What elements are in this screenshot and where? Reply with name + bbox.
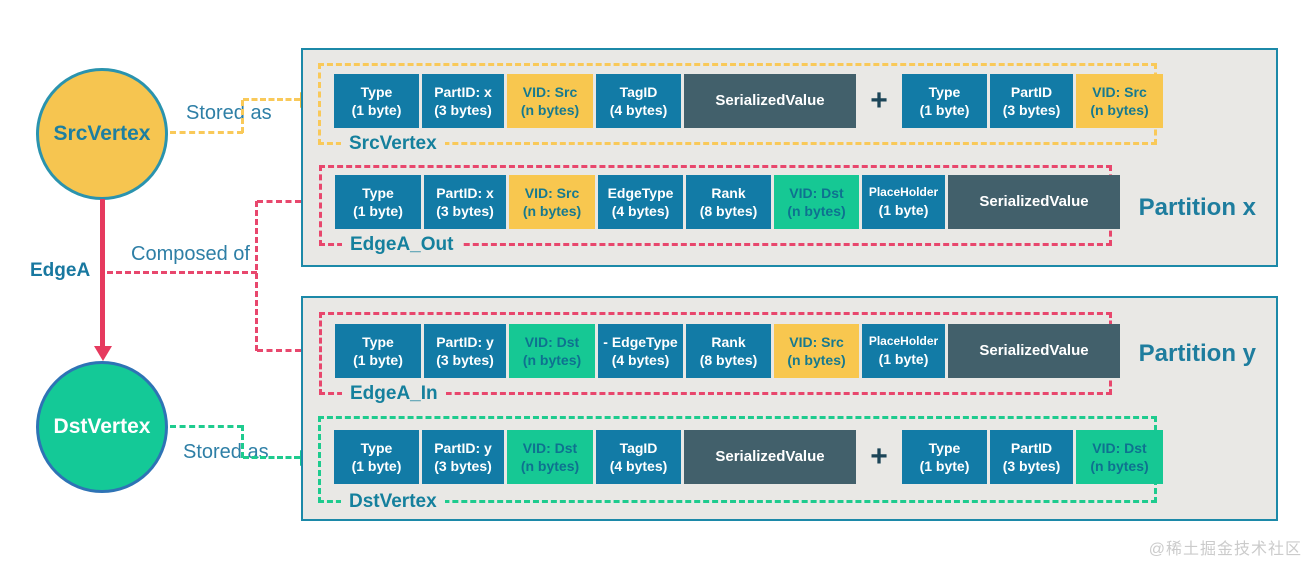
edge-connector-segment [257, 200, 301, 203]
partition-y-title: Partition y [1138, 340, 1256, 367]
field-cell: Rank(8 bytes) [686, 324, 771, 378]
field-cell: SerializedValue [684, 430, 856, 484]
byte-layout-row: Type(1 byte)PartID: x(3 bytes)VID: Src(n… [334, 74, 1163, 128]
field-cell: VID: Src(n bytes) [1076, 74, 1163, 128]
src-connector-segment [241, 100, 244, 133]
field-cell: PartID: x(3 bytes) [424, 175, 506, 229]
edge-connector-segment [257, 349, 301, 352]
field-cell: PartID: x(3 bytes) [422, 74, 504, 128]
stored-as-dst-label: Stored as [183, 441, 269, 463]
field-cell: TagID(4 bytes) [596, 74, 681, 128]
field-cell: EdgeType(4 bytes) [598, 175, 683, 229]
edge-line [100, 199, 105, 347]
field-cell: TagID(4 bytes) [596, 430, 681, 484]
field-cell: Type(1 byte) [334, 430, 419, 484]
row-label: DstVertex [341, 491, 445, 513]
composed-of-label: Composed of [131, 243, 250, 265]
field-cell: VID: Dst(n bytes) [1076, 430, 1163, 484]
row-label: EdgeA_In [342, 383, 446, 405]
byte-layout-row: Type(1 byte)PartID: x(3 bytes)VID: Src(n… [335, 175, 1120, 229]
field-cell: PlaceHolder(1 byte) [862, 324, 945, 378]
field-cell: PlaceHolder(1 byte) [862, 175, 945, 229]
src-vertex-node: SrcVertex [36, 68, 168, 200]
edgea-in-record-group: Type(1 byte)PartID: y(3 bytes)VID: Dst(n… [319, 312, 1120, 405]
field-cell: SerializedValue [684, 74, 856, 128]
src-connector-segment [243, 98, 300, 101]
field-cell: VID: Src(n bytes) [507, 74, 593, 128]
edge-name-label: EdgeA [30, 260, 91, 281]
dst-vertex-node: DstVertex [36, 361, 168, 493]
field-cell: Type(1 byte) [335, 175, 421, 229]
field-cell: PartID(3 bytes) [990, 430, 1073, 484]
edge-connector-segment [255, 201, 258, 351]
field-cell: VID: Dst(n bytes) [774, 175, 859, 229]
field-cell: Type(1 byte) [335, 324, 421, 378]
dst-connector-segment [170, 425, 243, 428]
field-cell: VID: Src(n bytes) [509, 175, 595, 229]
partition-x-panel: Type(1 byte)PartID: x(3 bytes)VID: Src(n… [301, 48, 1278, 267]
field-cell: Type(1 byte) [902, 430, 987, 484]
dstvertex-record-group: Type(1 byte)PartID: y(3 bytes)VID: Dst(n… [318, 416, 1163, 513]
field-cell: Rank(8 bytes) [686, 175, 771, 229]
dst-vertex-label: DstVertex [53, 415, 151, 438]
field-cell: PartID: y(3 bytes) [424, 324, 506, 378]
row-label: SrcVertex [341, 133, 445, 155]
src-connector-segment [170, 131, 243, 134]
field-cell: - EdgeType(4 bytes) [598, 324, 683, 378]
plus-icon: + [870, 84, 888, 117]
field-cell: PartID: y(3 bytes) [422, 430, 504, 484]
byte-layout-row: Type(1 byte)PartID: y(3 bytes)VID: Dst(n… [334, 430, 1163, 484]
plus-icon: + [870, 440, 888, 473]
edge-connector-segment [107, 271, 257, 274]
field-cell: SerializedValue [948, 175, 1120, 229]
byte-layout-row: Type(1 byte)PartID: y(3 bytes)VID: Dst(n… [335, 324, 1120, 378]
field-cell: VID: Dst(n bytes) [509, 324, 595, 378]
row-label: EdgeA_Out [342, 234, 462, 256]
watermark: @稀土掘金技术社区 [1148, 541, 1302, 558]
dst-connector-segment [243, 456, 300, 459]
field-cell: SerializedValue [948, 324, 1120, 378]
field-cell: PartID(3 bytes) [990, 74, 1073, 128]
srcvertex-record-group: Type(1 byte)PartID: x(3 bytes)VID: Src(n… [318, 63, 1163, 155]
stored-as-src-label: Stored as [186, 102, 272, 124]
field-cell: VID: Dst(n bytes) [507, 430, 593, 484]
edgea-out-record-group: Type(1 byte)PartID: x(3 bytes)VID: Src(n… [319, 165, 1120, 256]
partition-y-panel: Type(1 byte)PartID: y(3 bytes)VID: Dst(n… [301, 296, 1278, 521]
dst-connector-segment [241, 425, 244, 458]
src-vertex-label: SrcVertex [53, 122, 151, 145]
edge-arrowhead-icon [94, 346, 112, 361]
field-cell: VID: Src(n bytes) [774, 324, 859, 378]
field-cell: Type(1 byte) [902, 74, 987, 128]
field-cell: Type(1 byte) [334, 74, 419, 128]
partition-x-title: Partition x [1138, 194, 1256, 221]
